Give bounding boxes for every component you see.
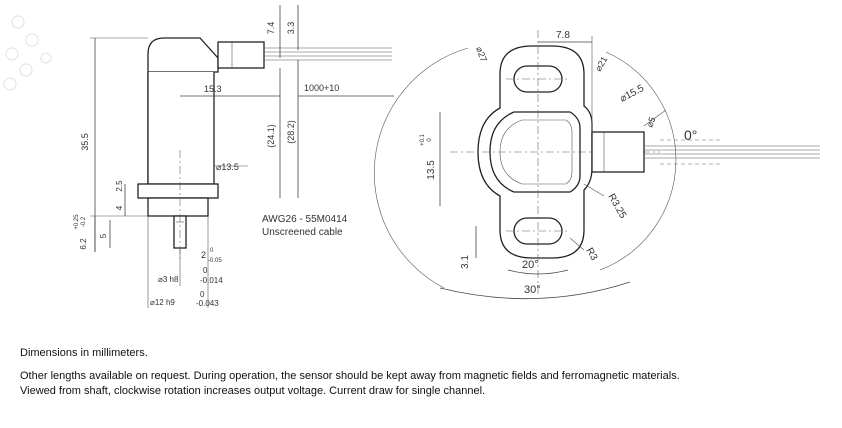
dim-15-3: 15.3 <box>204 84 222 94</box>
dim-6-2-tol-upper: +0.25 <box>74 214 80 230</box>
cable-boss <box>217 41 265 69</box>
dim-3h8-tol-upper: 0 <box>203 266 208 275</box>
dim-2-tol-lower: -0.05 <box>208 258 222 264</box>
dim-7-8: 7.8 <box>556 30 570 41</box>
side-view: 35.5 7.4 3.3 15.3 1000+10 (24.1) (28.2) … <box>74 5 394 308</box>
dim-3h8: ⌀3 h8 <box>158 275 179 284</box>
angle-30: 30° <box>524 284 541 296</box>
decorative-rings <box>3 15 52 91</box>
dim-13-5-tol-lower: 0 <box>427 138 433 142</box>
notes: Dimensions in millimeters. Other lengths… <box>20 346 820 399</box>
dim-13-5-tol-upper: +0.1 <box>420 133 426 146</box>
dim-6-2: 6.2 <box>79 238 88 250</box>
dim-12h9-tol-upper: 0 <box>200 290 205 299</box>
cable-spec: AWG26 - 55M0414 <box>262 214 348 225</box>
dim-3h8-tol-lower: -0.014 <box>200 276 223 285</box>
dim-2-5: 2.5 <box>115 180 124 192</box>
dim-2-tol-upper: 0 <box>210 248 214 254</box>
dim-12h9-tol-lower: -0.043 <box>196 299 219 308</box>
dim-3-1: 3.1 <box>460 255 471 269</box>
dim-21: ⌀21 <box>593 55 609 73</box>
note-lengths: Other lengths available on request. Duri… <box>20 370 680 382</box>
angle-0: 0° <box>684 127 697 143</box>
dim-4: 4 <box>115 205 124 210</box>
dim-r3: R3 <box>583 246 599 263</box>
technical-drawing: 35.5 7.4 3.3 15.3 1000+10 (24.1) (28.2) … <box>3 5 820 308</box>
dim-27: ⌀27 <box>474 45 489 63</box>
dim-6-2-tol-lower: -0.2 <box>81 216 87 227</box>
pilot <box>147 197 209 217</box>
dim-5: 5 <box>99 233 108 238</box>
cable-type: Unscreened cable <box>262 227 343 238</box>
note-units: Dimensions in millimeters. <box>20 347 148 359</box>
dim-35-5: 35.5 <box>80 133 90 151</box>
dim-2: 2 <box>201 250 206 260</box>
dim-r3-25: R3.25 <box>605 192 628 221</box>
housing-body <box>147 37 219 184</box>
note-rotation: Viewed from shaft, clockwise rotation in… <box>20 385 486 397</box>
cable-wires <box>264 47 392 61</box>
dim-13-5-dia: ⌀13.5 <box>216 162 239 172</box>
front-view: 7.8 ⌀27 ⌀21 ⌀15.5 ⌀5 0° 13.5 +0.1 0 R3.2… <box>374 30 820 300</box>
dim-15-5: ⌀15.5 <box>618 83 646 105</box>
dim-28-2: (28.2) <box>286 120 296 144</box>
front-cable-boss <box>591 131 645 173</box>
dim-12h9: ⌀12 h9 <box>150 298 175 307</box>
angle-20: 20° <box>522 259 539 271</box>
dim-24-1: (24.1) <box>266 124 276 148</box>
dim-7-4: 7.4 <box>266 22 276 35</box>
flange <box>137 183 219 199</box>
dim-cable-length: 1000+10 <box>304 83 339 93</box>
dim-3-3: 3.3 <box>286 22 296 35</box>
front-cable-wires <box>644 145 820 159</box>
dim-13-5: 13.5 <box>426 160 437 180</box>
